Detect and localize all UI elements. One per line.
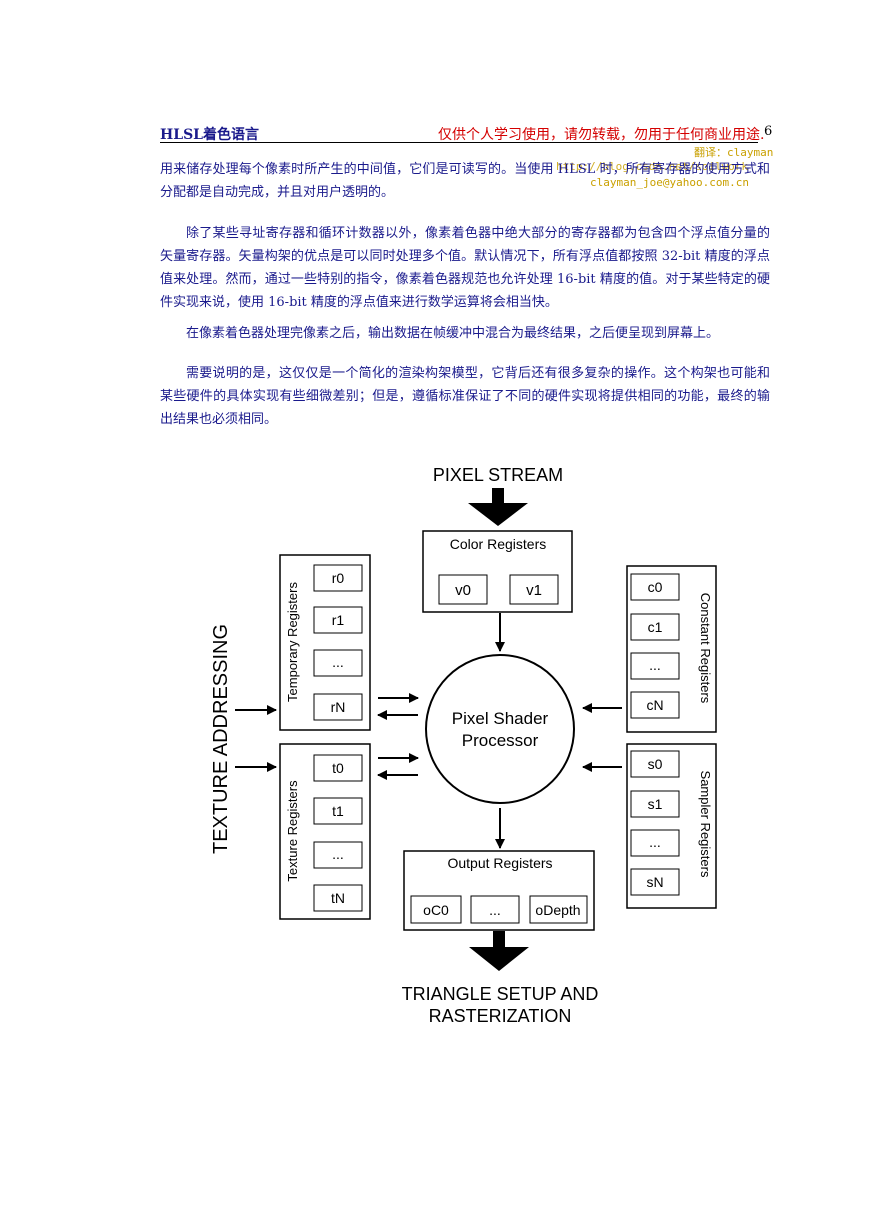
register-r0: r0 (332, 570, 345, 586)
pixel-stream-arrow (468, 488, 528, 526)
temporary-registers-title: Temporary Registers (285, 582, 300, 702)
register-v0: v0 (455, 582, 471, 599)
color-registers-title: Color Registers (450, 536, 546, 552)
triangle-setup-label-line1: TRIANGLE SETUP AND (402, 984, 599, 1004)
register-s1: s1 (648, 796, 663, 812)
texture-registers-box: Texture Registers t0 t1 ... tN (279, 743, 371, 920)
sampler-registers-box: Sampler Registers s0 s1 ... sN (626, 743, 717, 909)
register-s0: s0 (648, 756, 663, 772)
paragraph-2: 除了某些寻址寄存器和循环计数器以外，像素着色器中绝大部分的寄存器都为包含四个浮点… (160, 226, 770, 310)
header-title: HLSL着色语言 (160, 127, 260, 143)
triangle-setup-label-line2: RASTERIZATION (429, 1006, 572, 1026)
temporary-registers-box: Temporary Registers r0 r1 ... rN (279, 554, 371, 731)
register-oDepth: oDepth (535, 902, 580, 918)
texture-addressing-label: TEXTURE ADDRESSING (210, 624, 232, 854)
register-c1: c1 (648, 619, 663, 635)
output-registers-box: Output Registers oC0 ... oDepth (403, 850, 595, 931)
register-r-ellipsis: ... (332, 654, 344, 670)
pixel-shader-processor: Pixel Shader Processor (425, 654, 575, 804)
register-t0: t0 (332, 760, 344, 776)
translator-watermark: 翻译：clayman (694, 146, 774, 159)
color-registers-box: Color Registers v0 v1 (422, 530, 573, 613)
paragraph-3: 在像素着色器处理完像素之后，输出数据在帧缓冲中混合为最终结果，之后便呈现到屏幕上… (186, 326, 720, 341)
register-r1: r1 (332, 612, 345, 628)
register-o-ellipsis: ... (489, 902, 501, 918)
register-t1: t1 (332, 803, 344, 819)
email-watermark: clayman_joe@yahoo.com.cn (590, 176, 749, 189)
paragraph-4: 需要说明的是，这仅仅是一个简化的渲染构架模型，它背后还有很多复杂的操作。这个构架… (160, 366, 770, 427)
processor-label-line2: Processor (462, 731, 539, 750)
register-tN: tN (331, 890, 345, 906)
connector-arrows (235, 613, 622, 849)
pixel-stream-label: PIXEL STREAM (433, 465, 563, 485)
constant-registers-title: Constant Registers (698, 593, 713, 704)
processor-label-line1: Pixel Shader (452, 709, 549, 728)
register-cN: cN (646, 697, 663, 713)
blog-watermark: http://blog.csdn.net/soilwork (556, 160, 749, 173)
output-arrow (469, 931, 529, 971)
texture-registers-title: Texture Registers (285, 780, 300, 882)
paragraph-1: 用来储存处理每个像素时所产生的中间值，它们是可读写的。当使用 HLSL 时，所有… (160, 162, 770, 200)
header-rule (160, 142, 758, 143)
copyright-notice: 仅供个人学习使用，请勿转载，勿用于任何商业用途. (438, 127, 765, 143)
sampler-registers-title: Sampler Registers (698, 771, 713, 878)
output-registers-title: Output Registers (447, 855, 552, 871)
register-oC0: oC0 (423, 902, 449, 918)
register-c-ellipsis: ... (649, 657, 661, 673)
register-c0: c0 (648, 579, 663, 595)
register-s-ellipsis: ... (649, 834, 661, 850)
page-number: 6 (764, 124, 773, 139)
register-v1: v1 (526, 582, 542, 599)
register-t-ellipsis: ... (332, 846, 344, 862)
register-sN: sN (646, 874, 663, 890)
constant-registers-box: Constant Registers c0 c1 ... cN (626, 565, 717, 733)
register-rN: rN (331, 699, 346, 715)
